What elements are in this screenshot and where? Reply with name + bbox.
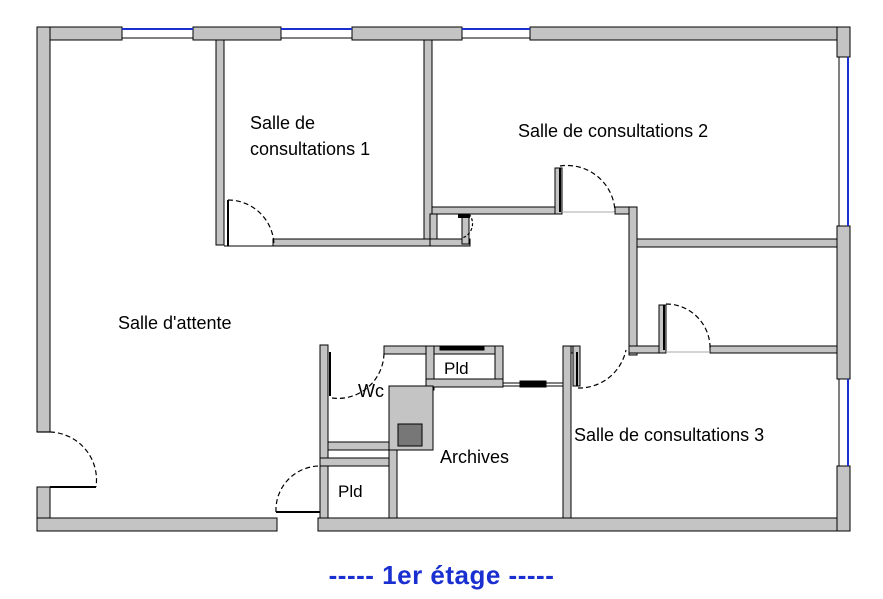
label-consult1-line2: consultations 1 xyxy=(250,139,370,159)
wall-pld2-right xyxy=(388,449,398,519)
wall-c2-door-jamb xyxy=(554,167,563,215)
wall-c2-bottom-left xyxy=(431,206,559,215)
label-consult3: Salle de consultations 3 xyxy=(574,425,764,445)
windows xyxy=(122,28,849,466)
wall-outer-left-top xyxy=(36,26,51,433)
door-entrance-swing xyxy=(49,431,98,488)
wall-c2-bottom-right xyxy=(636,238,838,248)
label-archives: Archives xyxy=(440,447,509,467)
label-consult2: Salle de consultations 2 xyxy=(518,121,708,141)
wall-c1-left xyxy=(215,39,225,246)
wall-c2-closet-right xyxy=(461,213,470,245)
wall-wc-bottom xyxy=(327,441,393,451)
wall-corridor-vert-top xyxy=(628,206,638,356)
label-pld-top: Pld xyxy=(444,359,469,378)
wall-outer-bottom-right xyxy=(317,517,851,532)
opening-block xyxy=(519,380,547,388)
wall-outer-right-bottom xyxy=(836,465,851,532)
window-frames xyxy=(122,37,840,466)
duct-shaft xyxy=(397,423,423,447)
wall-storage-bottom-right xyxy=(709,345,838,354)
wall-c1-bottom xyxy=(272,238,433,247)
thin-walls xyxy=(224,211,710,388)
wall-pld2-top xyxy=(319,457,397,467)
door-closet-leaf xyxy=(458,214,470,218)
door-storage-swing xyxy=(665,303,711,351)
label-consult1-line1: Salle de xyxy=(250,113,315,133)
pld-vent xyxy=(439,345,485,351)
door-c2-swing xyxy=(559,164,616,213)
door-pld2-swing xyxy=(275,465,321,513)
door-closet-swing xyxy=(461,213,474,239)
door-c1-swing xyxy=(227,199,275,247)
wall-outer-bottom-left xyxy=(36,517,278,532)
wall-outer-top-right xyxy=(529,26,851,41)
wall-storage-door-jamb xyxy=(658,304,667,354)
door-wc-swing xyxy=(331,351,385,399)
wall-pld-bottom xyxy=(425,378,504,388)
doors xyxy=(37,164,711,513)
walls xyxy=(36,26,851,532)
wall-c3-left xyxy=(562,345,572,519)
floor-plan: Salle de consultations 1 Salle de consul… xyxy=(36,26,851,532)
wall-wc-left xyxy=(319,344,329,519)
floor-title: ----- 1er étage ----- xyxy=(328,560,555,590)
wall-outer-top-b xyxy=(351,26,463,41)
wall-outer-right-top xyxy=(836,26,851,58)
wall-c2-closet-bottom xyxy=(429,238,471,247)
door-c3-swing xyxy=(577,349,627,389)
label-wc: Wc xyxy=(358,381,384,401)
label-pld-bottom: Pld xyxy=(338,482,363,501)
wall-outer-top-a xyxy=(192,26,282,41)
label-waiting: Salle d'attente xyxy=(118,313,232,333)
wall-outer-right-mid xyxy=(836,225,851,380)
